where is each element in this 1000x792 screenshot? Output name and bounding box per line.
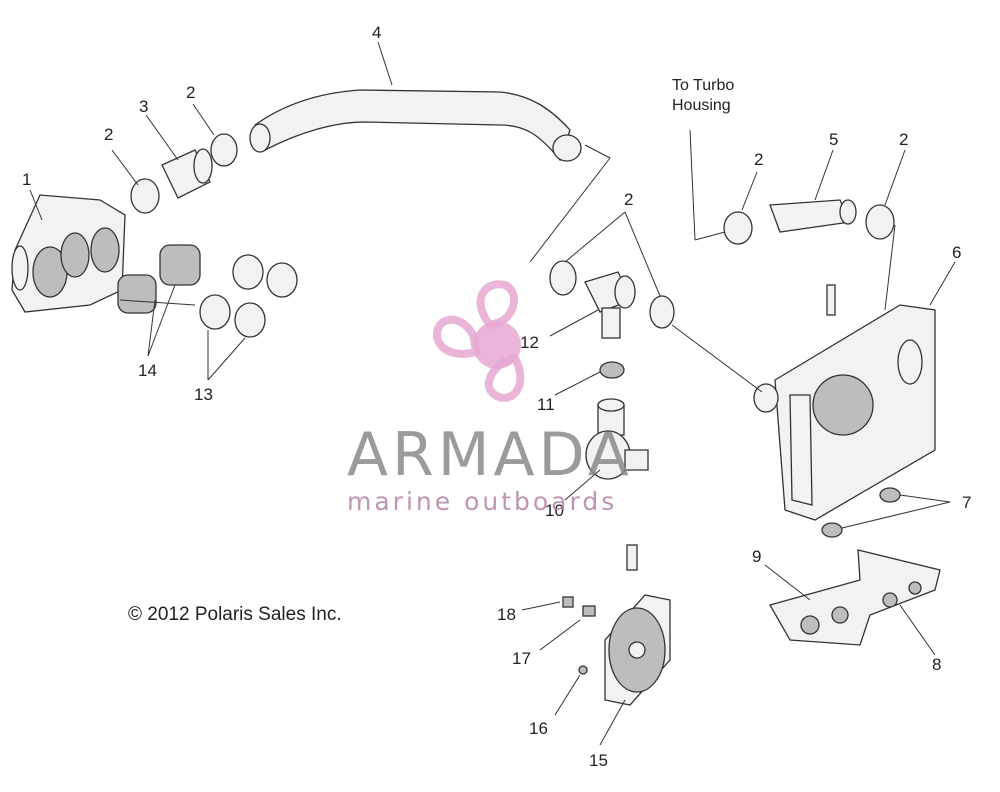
part-14-couplers <box>117 244 201 314</box>
callout-2: 2 <box>899 130 908 149</box>
part-5-hose <box>769 199 857 233</box>
copyright-text: © 2012 Polaris Sales Inc. <box>128 604 342 625</box>
note-line-1: To Turbo <box>672 77 734 94</box>
callout-3: 3 <box>139 97 148 116</box>
callout-4: 4 <box>372 23 381 42</box>
part-13-clamps <box>199 254 298 338</box>
note-line-2: Housing <box>672 97 731 114</box>
callout-5: 5 <box>829 130 838 149</box>
parts-16-17-18-fasteners <box>562 596 596 675</box>
callout-12: 12 <box>520 333 539 352</box>
callout-15: 15 <box>589 751 608 770</box>
callout-9: 9 <box>752 547 761 566</box>
callout-2: 2 <box>624 190 633 209</box>
callout-8: 8 <box>932 655 941 674</box>
callout-7: 7 <box>962 493 971 512</box>
part-1-airbox <box>11 194 126 313</box>
part-3-coupler <box>161 148 213 199</box>
part-12-tee <box>584 271 636 339</box>
callout-11: 11 <box>537 395 555 414</box>
callout-6: 6 <box>952 243 961 262</box>
part-15-fan <box>604 544 671 706</box>
watermark-propeller-icon <box>432 280 525 402</box>
part-2-clamps <box>130 133 895 329</box>
callout-16: 16 <box>529 719 548 738</box>
callout-17: 17 <box>512 649 531 668</box>
callout-2: 2 <box>754 150 763 169</box>
callout-1: 1 <box>22 170 31 189</box>
callout-13: 13 <box>194 385 213 404</box>
watermark-subtitle: marine outboards <box>347 487 617 516</box>
callout-2: 2 <box>104 125 113 144</box>
part-8-bracket <box>769 549 941 646</box>
part-4-intake-tube <box>249 89 582 162</box>
leader-lines <box>29 41 956 746</box>
callout-18: 18 <box>497 605 516 624</box>
watermark-title: ARMADA <box>347 420 633 490</box>
part-6-intercooler <box>753 284 936 521</box>
part-10-valve <box>585 398 649 480</box>
part-11-bushing <box>599 361 625 379</box>
callout-10: 10 <box>545 501 564 520</box>
callout-14: 14 <box>138 361 157 380</box>
callout-2: 2 <box>186 83 195 102</box>
